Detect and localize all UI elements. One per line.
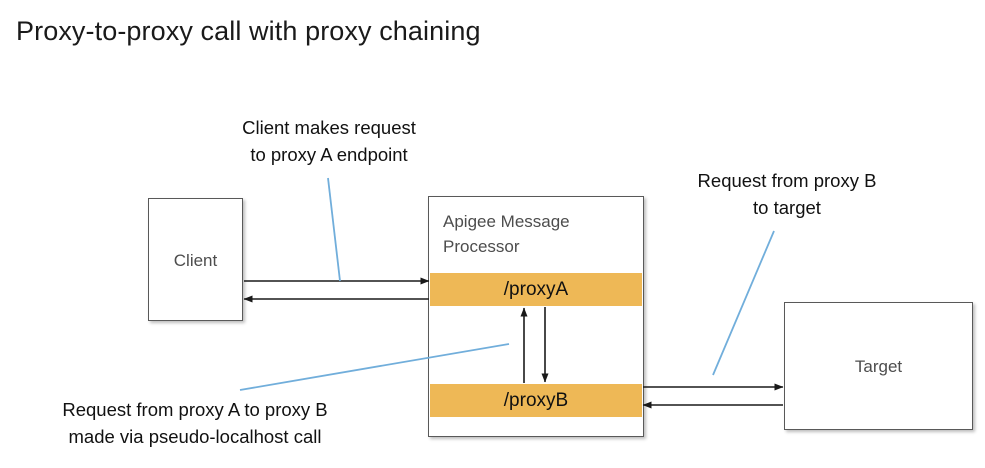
callout-proxy-a-to-proxy-b: Request from proxy A to proxy B made via…: [62, 399, 328, 447]
target-node-label: Target: [854, 357, 903, 376]
target-node: Target: [784, 302, 973, 430]
callout-client-request: Client makes request to proxy A endpoint: [242, 117, 416, 165]
proxy-a-label: /proxyA: [503, 278, 569, 300]
message-processor-label: Apigee Message Processor: [443, 212, 570, 256]
client-node-label: Client: [173, 251, 218, 270]
leader-line-proxy-b-to-target: [712, 230, 775, 376]
proxy-b-label: /proxyB: [503, 389, 569, 411]
client-node: Client: [148, 198, 243, 321]
callout-proxy-b-to-target: Request from proxy B to target: [697, 170, 877, 218]
proxy-a-bar: /proxyA: [430, 273, 642, 306]
page-title: Proxy-to-proxy call with proxy chaining: [16, 16, 481, 46]
leader-line-client-request: [327, 177, 341, 282]
proxy-b-bar: /proxyB: [430, 384, 642, 417]
